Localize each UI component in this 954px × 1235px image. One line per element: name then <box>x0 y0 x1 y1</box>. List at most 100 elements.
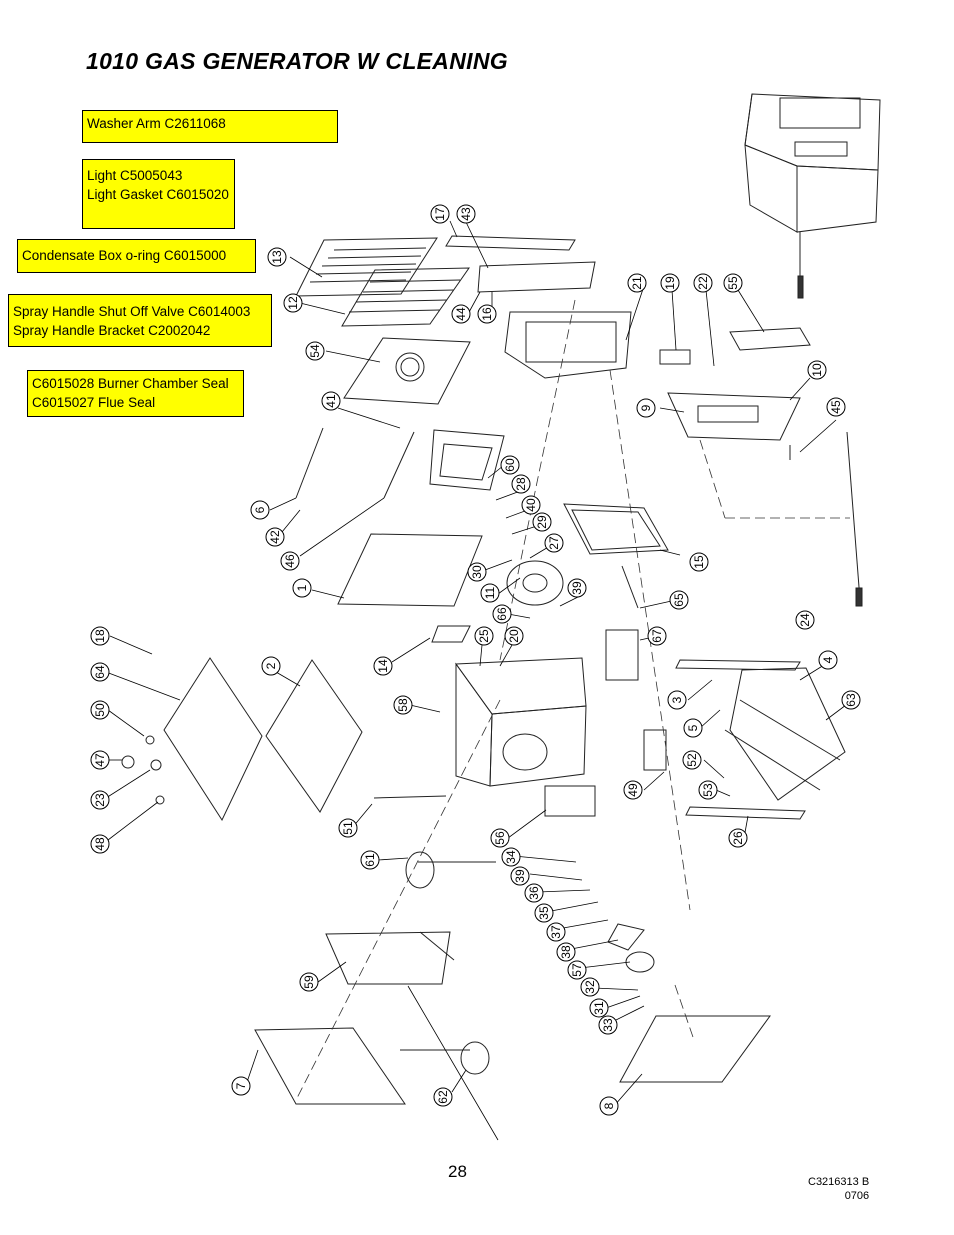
part-callout: 1 <box>292 578 312 598</box>
part-number-label: 11 <box>483 586 497 599</box>
part-number-label: 7 <box>234 1082 248 1089</box>
rack-12 <box>341 267 470 327</box>
part-callout: 65 <box>669 590 689 610</box>
note-spray-handle: Spray Handle Shut Off Valve C6014003 Spr… <box>8 294 272 347</box>
part-callout: 60 <box>500 455 520 475</box>
part-number-label: 17 <box>433 207 447 221</box>
note-line: Light Gasket C6015020 <box>87 187 229 202</box>
part-number-label: 43 <box>459 207 473 221</box>
part-number-label: 18 <box>93 629 107 643</box>
part-number-label: 20 <box>507 629 521 643</box>
part-number-label: 40 <box>524 498 538 512</box>
part-callout: 30 <box>467 562 487 582</box>
part-number-label: 5 <box>686 724 700 731</box>
part-number-label: 8 <box>602 1102 616 1109</box>
part-number-label: 62 <box>436 1090 450 1104</box>
part-number-label: 15 <box>692 555 706 569</box>
part-number-label: 39 <box>570 581 584 595</box>
part-callout: 67 <box>647 626 667 646</box>
part-number-label: 49 <box>626 783 640 797</box>
part-callout: 63 <box>841 690 861 710</box>
central-housing-58 <box>455 657 587 787</box>
part-number-label: 36 <box>527 886 541 900</box>
part-callout: 56 <box>490 828 510 848</box>
part-callout: 58 <box>393 695 413 715</box>
part-number-label: 44 <box>454 307 468 321</box>
part-number-label: 53 <box>701 783 715 797</box>
part-callout: 52 <box>682 750 702 770</box>
part-number-label: 51 <box>341 821 355 835</box>
page-title: 1010 GAS GENERATOR W CLEANING <box>86 48 508 74</box>
part-number-label: 24 <box>798 613 812 627</box>
part-number-label: 57 <box>570 963 584 977</box>
part-callout: 26 <box>728 828 748 848</box>
part-number-label: 4 <box>821 656 835 663</box>
part-number-label: 13 <box>270 250 284 264</box>
part-callout: 22 <box>693 273 713 293</box>
part-number-label: 3 <box>670 696 684 703</box>
part-callout: 35 <box>534 903 554 923</box>
part-callout: 40 <box>521 495 541 515</box>
part-number-label: 14 <box>376 659 390 673</box>
part-number-label: 41 <box>324 394 338 408</box>
part-number-label: 33 <box>601 1018 615 1032</box>
part-callout: 39 <box>510 866 530 886</box>
part-callout: 25 <box>474 626 494 646</box>
part-number-label: 1 <box>295 584 309 591</box>
note-line: Spray Handle Shut Off Valve C6014003 <box>13 304 251 319</box>
part-callout: 8 <box>599 1096 619 1116</box>
part-callout: 55 <box>723 273 743 293</box>
part-callout: 4 <box>818 650 838 670</box>
part-number-label: 67 <box>650 629 664 643</box>
part-number-label: 16 <box>480 307 494 321</box>
part-number-label: 55 <box>726 276 740 290</box>
part-number-label: 21 <box>630 276 644 290</box>
part-number-label: 37 <box>549 925 563 939</box>
part-number-label: 39 <box>513 869 527 883</box>
generator-box-59 <box>325 931 455 985</box>
part-callout: 18 <box>90 626 110 646</box>
part-callout: 20 <box>504 626 524 646</box>
part-number-label: 60 <box>503 458 517 472</box>
part-callout: 7 <box>231 1076 251 1096</box>
control-panel-9 <box>667 392 801 441</box>
part-number-label: 31 <box>592 1001 606 1015</box>
part-number-label: 19 <box>663 276 677 290</box>
part-callout: 39 <box>567 578 587 598</box>
rack-13 <box>295 237 438 297</box>
part-callout: 45 <box>826 397 846 417</box>
part-number-label: 2 <box>264 662 278 669</box>
note-line: Light C5005043 <box>87 168 183 183</box>
part-number-label: 30 <box>470 565 484 579</box>
note-line: Spray Handle Bracket C2002042 <box>13 323 211 338</box>
part-number-label: 61 <box>363 853 377 867</box>
document-code: C3216313 B 0706 <box>808 1175 869 1203</box>
fan-cover-54 <box>343 337 471 405</box>
side-panel-64 <box>163 657 263 822</box>
part-callout: 53 <box>698 780 718 800</box>
part-number-label: 6 <box>253 506 267 513</box>
part-number-label: 47 <box>93 753 107 767</box>
part-callout: 32 <box>580 977 600 997</box>
part-callout: 46 <box>280 551 300 571</box>
note-condensate-box: Condensate Box o-ring C6015000 <box>17 239 256 273</box>
part-callout: 48 <box>90 834 110 854</box>
part-number-label: 9 <box>639 404 653 411</box>
part-callout: 16 <box>477 304 497 324</box>
part-number-label: 52 <box>685 753 699 767</box>
note-light: Light C5005043 Light Gasket C6015020 <box>82 159 235 229</box>
part-callout: 59 <box>299 972 319 992</box>
part-callout: 34 <box>501 847 521 867</box>
part-callout: 36 <box>524 883 544 903</box>
part-callout: 31 <box>589 998 609 1018</box>
part-callout: 9 <box>636 398 656 418</box>
part-callout: 44 <box>451 304 471 324</box>
part-number-label: 64 <box>93 665 107 679</box>
part-number-label: 50 <box>93 703 107 717</box>
part-callout: 66 <box>492 604 512 624</box>
part-number-label: 42 <box>268 530 282 544</box>
part-callout: 38 <box>556 942 576 962</box>
part-callout: 50 <box>90 700 110 720</box>
note-washer-arm: Washer Arm C2611068 <box>82 110 338 143</box>
